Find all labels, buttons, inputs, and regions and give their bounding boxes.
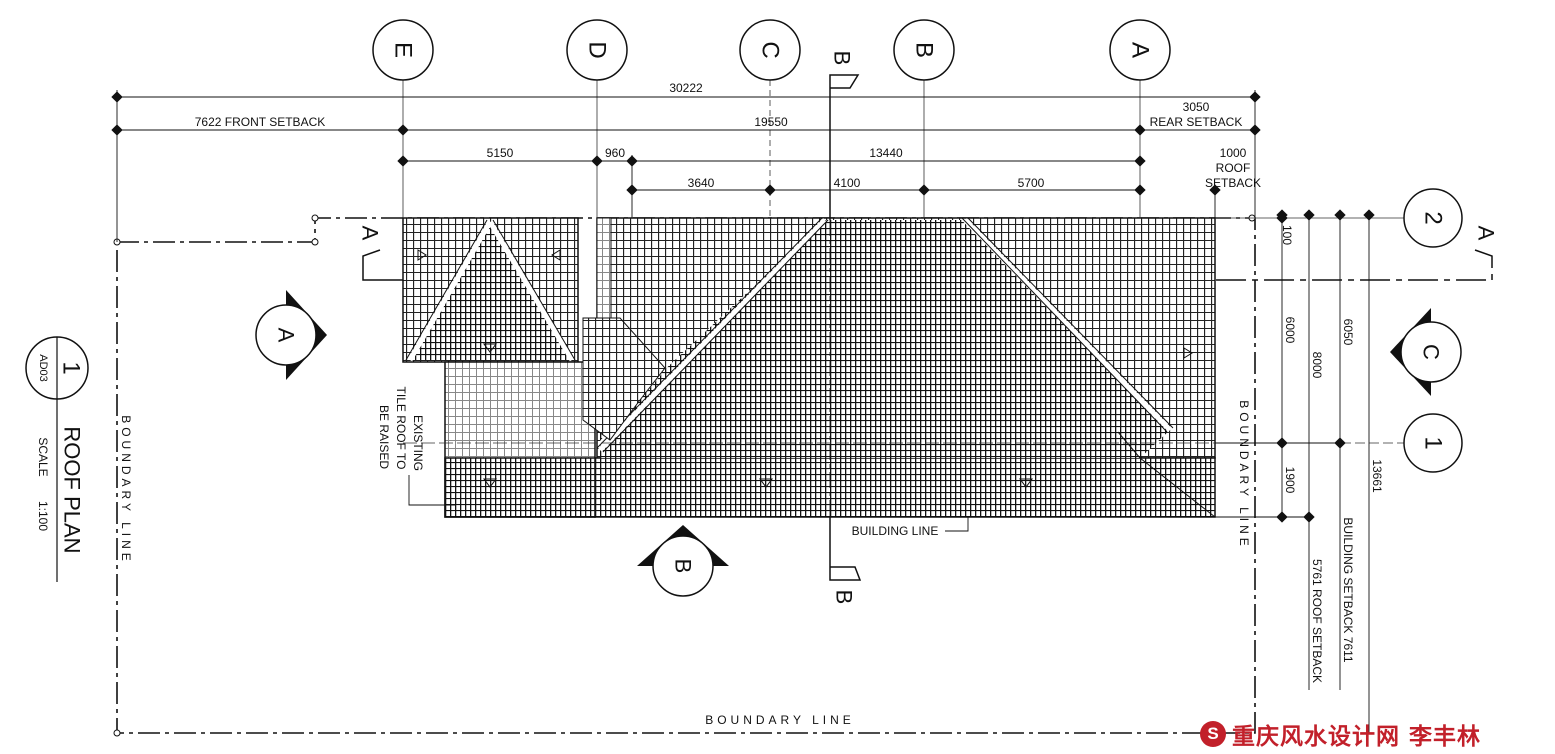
svg-text:C: C [1419,344,1444,360]
svg-text:D: D [584,41,611,58]
dim-roof-setback-label1: ROOF [1216,161,1251,175]
svg-text:B: B [830,51,855,66]
watermark: S 重庆风水设计网 李丰林 [1200,717,1481,751]
dim-s1: 3640 [688,176,715,190]
boundary-label-right: BOUNDARY LINE [1237,400,1251,550]
dim-6050: 6050 [1341,319,1355,346]
elevation-marker-c: C [1390,308,1462,396]
dim-rear-value: 3050 [1183,100,1210,114]
svg-text:2: 2 [1420,211,1447,224]
boundary-label-bottom: BOUNDARY LINE [705,713,855,727]
dim-rear-label: REAR SETBACK [1150,115,1243,129]
grid-bubble-b: B [893,19,955,81]
lean-to-roof-west [444,457,596,518]
dim-d-a: 13440 [869,146,903,160]
lean-to-roof [594,457,1216,518]
section-marker-a-left: A [358,226,403,281]
svg-text:BUILDING LINE: BUILDING LINE [852,524,939,538]
svg-text:A: A [1127,42,1154,58]
section-marker-b-bottom: B [829,517,862,605]
dim-building-setback: BUILDING SETBACK 7611 [1341,517,1355,662]
boundary-node [311,238,319,246]
svg-text:1: 1 [1420,436,1447,449]
dim-roof-setback-label2: SETBACK [1205,176,1261,190]
drawing-number: 1 [58,361,85,374]
boundary-node [113,729,121,737]
right-dimension-labels: 100 6000 8000 6050 1900 13661 BUILDING S… [1280,225,1384,683]
watermark-badge: S [1200,721,1226,747]
svg-text:A: A [1474,226,1499,241]
svg-text:E: E [390,42,417,58]
dim-8000: 8000 [1310,352,1324,379]
sheet-ref: AD03 [37,354,49,382]
svg-text:BE RAISED: BE RAISED [377,405,391,469]
dim-e-d: 5150 [487,146,514,160]
dim-13661: 13661 [1370,459,1384,493]
svg-text:A: A [274,328,299,343]
svg-text:B: B [671,559,696,574]
svg-text:B: B [911,42,938,58]
svg-text:B: B [832,590,857,605]
grid-bubble-a: A [1109,19,1171,81]
dim-1900: 1900 [1283,467,1297,494]
svg-text:A: A [358,226,383,241]
drawing-name: ROOF PLAN [60,426,85,553]
watermark-text: 重庆风水设计网 李丰林 [1232,724,1482,750]
dimension-ticks [111,91,1261,196]
elevation-marker-a: A [255,290,327,380]
grid-bubbles-right: 2 1 [1403,188,1463,473]
grid-bubble-1: 1 [1403,413,1463,473]
elevation-marker-b: B [637,525,729,597]
grid-bubble-c: C [739,19,801,81]
dim-front-setback: 7622 FRONT SETBACK [195,115,326,129]
grid-bubbles-top: E D C B A [372,19,1171,81]
boundary-node [311,214,319,222]
dim-100: 100 [1280,225,1294,245]
right-dimensions [1215,215,1370,733]
dim-overall: 30222 [669,81,703,95]
svg-text:C: C [757,41,784,58]
svg-text:EXISTING: EXISTING [411,415,425,471]
top-dimension-labels: 30222 7622 FRONT SETBACK 19550 3050 REAR… [195,81,1261,190]
dim-d-offset: 960 [605,146,625,160]
svg-text:TILE ROOF TO: TILE ROOF TO [394,387,408,470]
scale-label: SCALE [36,437,50,476]
grid-bubble-d: D [566,19,628,81]
grid-bubble-2: 2 [1403,188,1463,248]
dim-roof-setback-right: 5761 ROOF SETBACK [1310,559,1324,683]
grid-lines-vertical [402,80,1141,218]
dim-s2: 4100 [834,176,861,190]
drawing-title: 1 AD03 ROOF PLAN SCALE 1:100 [25,336,89,582]
dim-middle: 19550 [754,115,788,129]
grid-bubble-e: E [372,19,434,81]
roof [402,217,1216,518]
note-existing-roof: EXISTING TILE ROOF TO BE RAISED [377,387,455,506]
note-building-line: BUILDING LINE [852,517,969,538]
boundary-label-left: BOUNDARY LINE [119,415,133,565]
right-dimension-ticks [1276,209,1375,523]
hip-face [600,220,1170,458]
gable-face [410,222,572,360]
dim-roof-setback-value: 1000 [1220,146,1247,160]
scale-value: 1:100 [36,501,50,531]
dim-6000: 6000 [1283,317,1297,344]
dim-s3: 5700 [1018,176,1045,190]
section-marker-a-right: A [1215,226,1499,281]
